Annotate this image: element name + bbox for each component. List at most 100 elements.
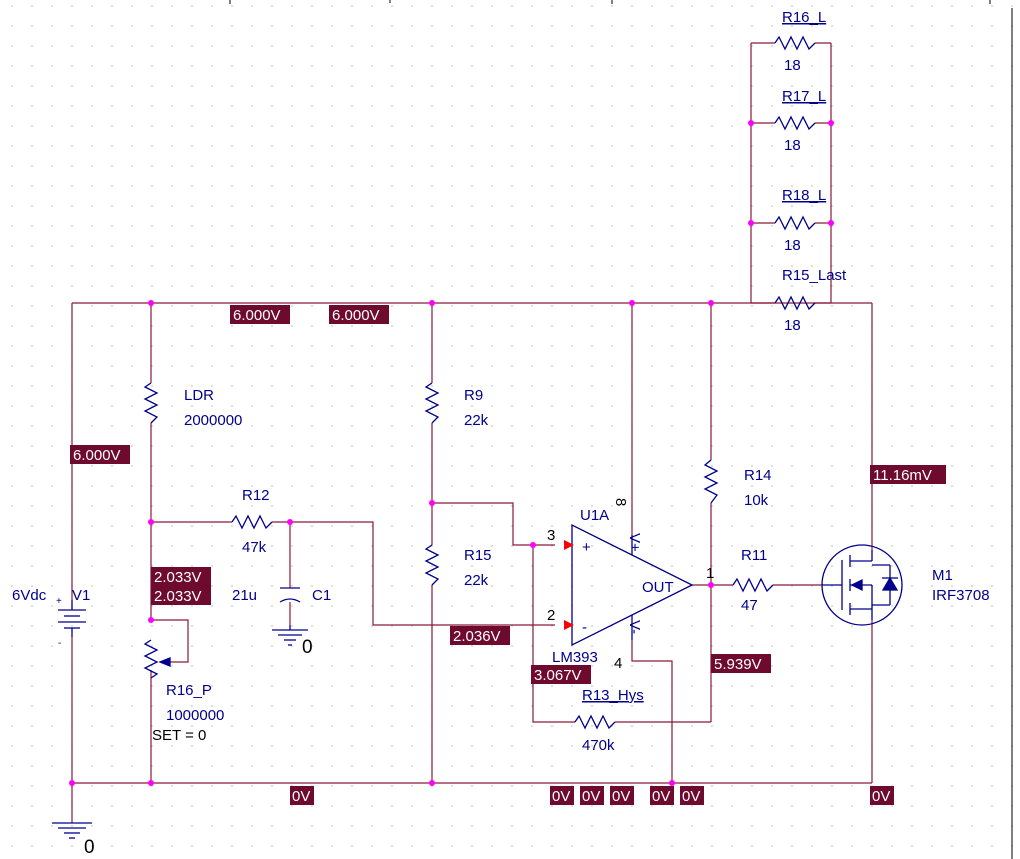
svg-text:0V: 0V: [552, 788, 570, 805]
r18-l-value: 18: [784, 237, 801, 254]
svg-text:2.033V: 2.033V: [154, 569, 202, 586]
r16-l-resistor-symbol[interactable]: [774, 35, 816, 51]
svg-text:0V: 0V: [612, 788, 630, 805]
r16-l-ref[interactable]: R16_L: [782, 9, 826, 26]
v1-plus-sign: +: [56, 596, 62, 607]
voltage-marker-mid2[interactable]: 2.033V: [151, 586, 211, 605]
voltage-marker-gnd5[interactable]: 0V: [650, 786, 674, 805]
r18-l-resistor-symbol[interactable]: [774, 215, 816, 231]
r14-resistor-symbol[interactable]: [703, 459, 719, 504]
r11-ref[interactable]: R11: [741, 547, 767, 564]
r17-l-resistor-symbol[interactable]: [774, 115, 816, 131]
v1-value: 6Vdc: [12, 587, 47, 604]
r15-ref[interactable]: R15: [464, 547, 492, 564]
r14-value: 10k: [744, 492, 769, 509]
v1-battery-symbol[interactable]: [58, 600, 86, 637]
r18-l-ref[interactable]: R18_L: [782, 187, 826, 204]
u1a-pin3: 3: [547, 527, 555, 544]
svg-text:2.033V: 2.033V: [154, 588, 202, 605]
u1a-pin8: 8: [612, 498, 629, 506]
ground-symbol-2: [272, 625, 308, 646]
r12-resistor-symbol[interactable]: [231, 514, 273, 530]
r11-value: 47: [741, 597, 758, 614]
m1-mosfet-symbol[interactable]: [821, 544, 903, 626]
voltage-marker-inv[interactable]: 2.036V: [450, 626, 510, 645]
voltage-marker-mid1[interactable]: 2.033V: [151, 567, 211, 586]
ground-label-1: 0: [84, 837, 95, 858]
c1-ref[interactable]: C1: [312, 587, 331, 604]
noninv-input-arrow: [564, 540, 574, 550]
u1a-ref[interactable]: U1A: [580, 507, 609, 524]
r11-resistor-symbol[interactable]: [732, 577, 774, 593]
voltage-marker-gnd2[interactable]: 0V: [550, 786, 574, 805]
u1a-opamp-symbol[interactable]: [571, 523, 694, 647]
r15-last-ref[interactable]: R15_Last: [782, 267, 847, 284]
r15-resistor-symbol[interactable]: [424, 544, 440, 586]
svg-text:6.000V: 6.000V: [233, 307, 281, 324]
ground-symbol-1: [52, 822, 92, 839]
voltage-marker-gnd4[interactable]: 0V: [610, 786, 634, 805]
u1a-pin1: 1: [706, 565, 714, 582]
r9-value: 22k: [464, 412, 489, 429]
r15-last-value: 18: [784, 317, 801, 334]
m1-ref[interactable]: M1: [932, 567, 953, 584]
voltage-marker-drain[interactable]: 11.16mV: [870, 465, 946, 484]
r15-last-resistor-symbol[interactable]: [774, 295, 816, 311]
ldr-ref[interactable]: LDR: [184, 387, 214, 404]
page-border: [229, 0, 1013, 859]
voltage-marker-gnd3[interactable]: 0V: [580, 786, 604, 805]
svg-text:3.067V: 3.067V: [534, 667, 582, 684]
u1a-out-label: OUT: [642, 579, 674, 596]
svg-text:6.000V: 6.000V: [332, 307, 380, 324]
c1-capacitor-symbol[interactable]: [279, 587, 301, 603]
svg-text:6.000V: 6.000V: [73, 447, 121, 464]
u1a-part: LM393: [552, 649, 598, 666]
r12-ref[interactable]: R12: [242, 487, 270, 504]
r16-p-ref[interactable]: R16_P: [166, 682, 212, 699]
ldr-value: 2000000: [184, 412, 242, 429]
r17-l-value: 18: [784, 137, 801, 154]
c1-value: 21u: [232, 587, 257, 604]
voltage-marker-top2[interactable]: 6.000V: [329, 305, 389, 324]
u1a-pin2: 2: [547, 607, 555, 624]
svg-text:5.939V: 5.939V: [714, 656, 762, 673]
svg-text:11.16mV: 11.16mV: [873, 467, 932, 484]
voltage-marker-left[interactable]: 6.000V: [70, 445, 130, 464]
u1a-vminus-label: V-: [626, 620, 643, 634]
ground-label-2: 0: [302, 637, 313, 658]
inv-input-arrow: [564, 620, 574, 630]
r9-resistor-symbol[interactable]: [424, 382, 440, 424]
svg-text:0V: 0V: [682, 788, 700, 805]
r13-ref[interactable]: R13_Hys: [582, 687, 644, 704]
voltage-marker-out[interactable]: 5.939V: [711, 654, 771, 673]
voltage-marker-noninv[interactable]: 3.067V: [531, 665, 591, 684]
v1-ref[interactable]: V1: [72, 587, 90, 604]
voltage-marker-gnd7[interactable]: 0V: [870, 786, 894, 805]
u1a-pin4: 4: [614, 655, 622, 672]
r17-l-ref[interactable]: R17_L: [782, 88, 826, 105]
r13-value: 470k: [582, 737, 615, 754]
r16-l-value: 18: [784, 57, 801, 74]
u1a-vplus-label: V+: [626, 533, 643, 552]
svg-text:0V: 0V: [582, 788, 600, 805]
r15-value: 22k: [464, 572, 489, 589]
r16-p-potentiometer-symbol[interactable]: [143, 639, 171, 679]
voltage-marker-gnd6[interactable]: 0V: [680, 786, 704, 805]
r16-p-set: SET = 0: [152, 727, 206, 744]
r9-ref[interactable]: R9: [464, 387, 483, 404]
r16-p-value: 1000000: [166, 707, 224, 724]
svg-text:2.036V: 2.036V: [453, 628, 501, 645]
r13-resistor-symbol[interactable]: [574, 714, 616, 730]
u1a-plus-sign: +: [582, 539, 591, 556]
v1-minus-sign: -: [58, 638, 61, 649]
svg-text:0V: 0V: [872, 788, 890, 805]
r14-ref[interactable]: R14: [744, 467, 772, 484]
voltage-marker-top1[interactable]: 6.000V: [230, 305, 290, 324]
svg-text:0V: 0V: [292, 788, 310, 805]
u1a-minus-sign: -: [582, 619, 587, 636]
junction-dots: [69, 120, 834, 786]
ldr-resistor-symbol[interactable]: [143, 382, 159, 424]
voltage-marker-gnd1[interactable]: 0V: [290, 786, 314, 805]
